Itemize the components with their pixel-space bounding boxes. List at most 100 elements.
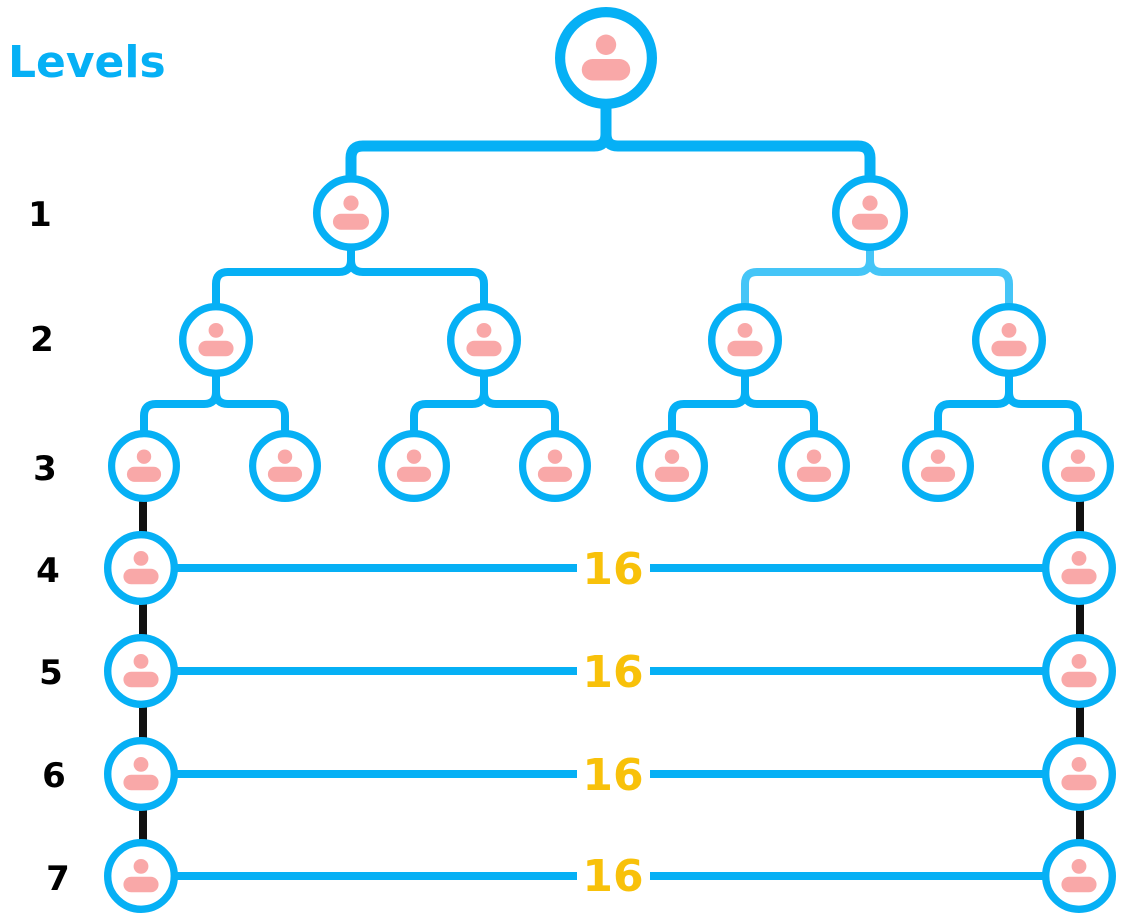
person-body <box>537 466 573 482</box>
person-icon <box>920 449 956 482</box>
level-3-node-8-ring <box>1041 430 1114 503</box>
person-icon <box>796 449 832 482</box>
level-label-2: 2 <box>30 320 54 360</box>
person-body <box>851 213 889 230</box>
person-body <box>123 671 159 688</box>
root-node-ring <box>554 6 657 110</box>
connector-level-2-b <box>410 373 559 434</box>
level-5-left-node <box>103 634 178 709</box>
level-count-6: 16 <box>582 750 643 801</box>
person-head <box>277 449 293 464</box>
person-body <box>581 59 631 81</box>
person-head <box>1071 550 1087 566</box>
person-icon <box>1060 449 1096 482</box>
level-2-node-2-ring <box>447 303 522 378</box>
person-body <box>654 466 690 482</box>
diagram-title: Levels <box>8 37 166 88</box>
person-head <box>136 449 152 464</box>
level-2-node-3 <box>708 303 783 378</box>
level-label-1: 1 <box>28 195 52 235</box>
level-label-5: 5 <box>39 653 63 693</box>
level-1-node-1 <box>312 175 389 252</box>
count-backdrop-6 <box>577 751 650 803</box>
level-3-node-7 <box>901 430 974 503</box>
person-head <box>1071 756 1087 772</box>
level-count-4: 16 <box>582 544 643 595</box>
level-4-left-node-ring <box>103 531 178 606</box>
person-body <box>1060 466 1096 482</box>
count-backdrop-7 <box>577 852 650 904</box>
level-3-node-7-ring <box>901 430 974 503</box>
level-6-left-node-ring <box>103 737 178 812</box>
level-2-node-4-ring <box>972 303 1047 378</box>
person-body <box>123 876 159 893</box>
root-node <box>554 6 657 110</box>
person-head <box>930 449 946 464</box>
person-body <box>123 774 159 791</box>
person-body <box>396 466 432 482</box>
person-head <box>476 322 492 338</box>
level-counts: 16 16 16 16 <box>577 544 650 904</box>
person-icon <box>396 449 432 482</box>
tree-nodes <box>103 6 1116 914</box>
count-backdrop-4 <box>577 545 650 597</box>
level-label-4: 4 <box>36 551 60 591</box>
person-body <box>1061 671 1097 688</box>
level-5-right-node <box>1041 634 1116 709</box>
person-icon <box>126 449 162 482</box>
level-3-node-6 <box>777 430 850 503</box>
person-icon <box>991 322 1027 357</box>
level-1-node-2 <box>831 175 908 252</box>
person-head <box>737 322 753 338</box>
level-3-node-1-ring <box>107 430 181 503</box>
person-head <box>1001 322 1017 338</box>
person-body <box>332 213 370 230</box>
level-3-node-4-ring <box>518 430 591 503</box>
person-head <box>1070 449 1086 464</box>
level-7-left-node-ring <box>103 839 178 914</box>
level-6-left-node <box>103 737 178 812</box>
person-head <box>406 449 422 464</box>
person-head <box>133 858 149 874</box>
person-body <box>1061 774 1097 791</box>
person-head <box>133 653 149 669</box>
person-icon <box>581 34 631 81</box>
person-icon <box>198 322 234 357</box>
person-body <box>796 466 832 482</box>
level-5-right-node-ring <box>1041 634 1116 709</box>
person-icon <box>123 653 159 688</box>
person-icon <box>267 449 303 482</box>
person-icon <box>1061 550 1097 585</box>
person-head <box>595 34 617 55</box>
person-body <box>126 466 162 482</box>
person-icon <box>123 756 159 791</box>
person-head <box>133 756 149 772</box>
level-label-6: 6 <box>42 756 66 796</box>
level-1-node-2-ring <box>831 175 908 252</box>
person-icon <box>1061 756 1097 791</box>
connector-level-1-left <box>212 247 488 307</box>
level-5-left-node-ring <box>103 634 178 709</box>
level-3-node-8 <box>1041 430 1114 503</box>
person-body <box>727 340 763 357</box>
level-4-left-node <box>103 531 178 606</box>
person-icon <box>123 858 159 893</box>
level-3-node-5-ring <box>635 430 708 503</box>
person-head <box>664 449 680 464</box>
person-head <box>208 322 224 338</box>
level-2-node-2 <box>447 303 522 378</box>
person-icon <box>851 195 889 230</box>
person-body <box>198 340 234 357</box>
person-body <box>920 466 956 482</box>
level-4-right-node-ring <box>1041 531 1116 606</box>
level-7-right-node <box>1041 839 1116 914</box>
level-count-5: 16 <box>582 647 643 698</box>
person-icon <box>466 322 502 357</box>
person-icon <box>537 449 573 482</box>
person-body <box>267 466 303 482</box>
level-6-right-node-ring <box>1041 737 1116 812</box>
person-head <box>1071 653 1087 669</box>
person-head <box>862 195 878 211</box>
person-icon <box>654 449 690 482</box>
